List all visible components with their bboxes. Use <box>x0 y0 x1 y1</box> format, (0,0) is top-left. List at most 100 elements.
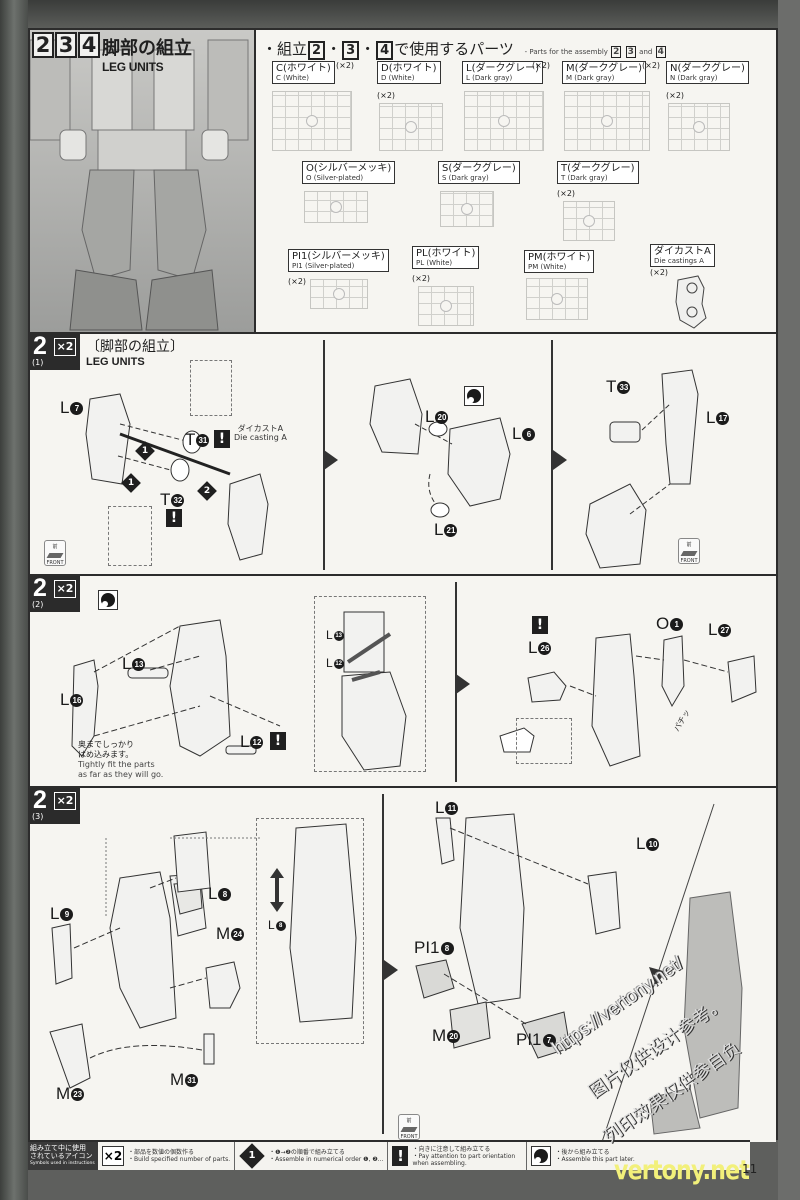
inset-detail-box <box>190 360 232 416</box>
step-box: 3 <box>342 41 360 60</box>
warning-icon: ! <box>532 616 548 634</box>
watermark-site: vertony.net <box>614 1155 750 1186</box>
runner-name-jp: T(ダークグレー) <box>561 163 635 174</box>
runner-name-jp: ダイカストA <box>654 246 711 257</box>
slide-double-arrow-icon <box>270 868 284 912</box>
runner-label: C(ホワイト)C (White) <box>272 61 335 84</box>
step-sub-number: (2) <box>32 600 44 609</box>
step-box: 3 <box>625 46 636 58</box>
scan-right-edge <box>778 0 800 1200</box>
x2-icon: ×2 <box>102 1146 124 1166</box>
legend-item: ×2 ・部品を数値の個数作る・Build specified number of… <box>98 1142 236 1170</box>
order-diamond-icon: 1 <box>121 473 141 493</box>
step-number: 2 <box>33 786 47 814</box>
runner-o: O(シルバーメッキ)O (Silver-plated) <box>302 161 396 223</box>
runner-frame-image <box>272 91 352 151</box>
scan-top-edge <box>0 0 800 28</box>
step-box: 4 <box>655 46 666 58</box>
runner-label: PM(ホワイト)PM (White) <box>524 250 595 273</box>
step-sub-number: (1) <box>32 358 44 367</box>
inset-detail-box <box>516 718 572 764</box>
panel-divider <box>382 794 384 1134</box>
assemble-later-icon <box>531 1146 552 1166</box>
step-box: 2 <box>308 41 326 60</box>
runner-name-en: D (White) <box>381 74 415 82</box>
next-step-arrow-icon <box>324 450 338 470</box>
inset-detail-box <box>314 596 426 772</box>
runner-quantity: (×2) <box>288 277 307 286</box>
runner-label: PI1(シルバーメッキ)PI1 (Silver-plated) <box>288 249 389 272</box>
runner-quantity: (×2) <box>412 274 431 283</box>
and-text: and <box>639 48 653 56</box>
assembly-step-numbers: 2 3 4 <box>32 32 101 58</box>
assemble-later-icon <box>464 386 484 406</box>
runner-frame-image <box>310 279 368 309</box>
runner-label: S(ダークグレー)S (Dark gray) <box>438 161 520 184</box>
parts-heading-prefix: ・組立 <box>262 40 308 58</box>
runner-name-en: T (Dark gray) <box>561 174 608 182</box>
page-number: 11 <box>742 1162 758 1176</box>
runner-n: N(ダークグレー)N (Dark gray) (×2) <box>666 61 749 151</box>
leg-hero-illustration: 2 3 4 脚部の組立 LEG UNITS <box>30 30 256 332</box>
runner-name-en: PL (White) <box>416 259 453 267</box>
next-step-arrow-icon <box>553 450 567 470</box>
runner-label: N(ダークグレー)N (Dark gray) <box>666 61 749 84</box>
runner-frame-image <box>564 91 650 151</box>
die-casting-image <box>675 275 707 329</box>
runner-frame-image <box>668 103 730 151</box>
runner-name-jp: M(ダークグレー) <box>566 63 643 74</box>
runner-label: L(ダークグレー)L (Dark gray) <box>462 61 543 84</box>
next-step-arrow-icon <box>456 674 470 694</box>
section-title-en: LEG UNITS <box>102 60 164 74</box>
runner-name-jp: O(シルバーメッキ) <box>306 163 392 174</box>
step-badge: 2 (3) ×2 <box>30 786 80 824</box>
parts-heading-en: - Parts for the assembly 2 3 and 4 <box>525 46 667 58</box>
next-step-arrow-icon <box>384 960 398 980</box>
step-number: 2 <box>33 574 47 602</box>
runner-name-jp: D(ホワイト) <box>381 63 437 74</box>
runner-quantity: (×2) <box>557 189 576 198</box>
runner-pl: PL(ホワイト)PL (White) (×2) <box>412 246 480 326</box>
panel-divider <box>455 582 457 782</box>
runner-name-en: PM (White) <box>528 263 567 271</box>
runner-quantity: (×2) <box>377 91 396 100</box>
x2-icon: ×2 <box>54 580 76 598</box>
runner-name-jp: PM(ホワイト) <box>528 252 591 263</box>
warning-icon: ! <box>392 1146 409 1166</box>
runner-label: M(ダークグレー)M (Dark gray) <box>562 61 647 84</box>
warning-icon: ! <box>270 732 286 750</box>
runner-t: T(ダークグレー)T (Dark gray) (×2) <box>557 161 639 241</box>
runner-label: D(ホワイト)D (White) <box>377 61 441 84</box>
gundam-legs-image <box>30 39 249 331</box>
runner-frame-image <box>464 91 544 151</box>
runner-name-jp: C(ホワイト) <box>276 63 331 74</box>
runner-quantity: (×2) <box>642 61 661 70</box>
step-number: 2 <box>33 332 47 360</box>
parts-heading-suffix: で使用するパーツ <box>394 40 514 58</box>
step-badge: 2 (1) ×2 <box>30 332 80 370</box>
order-diamond-icon: 2 <box>197 481 217 501</box>
runner-name-en: M (Dark gray) <box>566 74 615 82</box>
icon-legend: 組み立て中に使用されているアイコン Symbols used in instru… <box>28 1140 750 1170</box>
runner-c: C(ホワイト)C (White) (×2) <box>272 61 354 151</box>
